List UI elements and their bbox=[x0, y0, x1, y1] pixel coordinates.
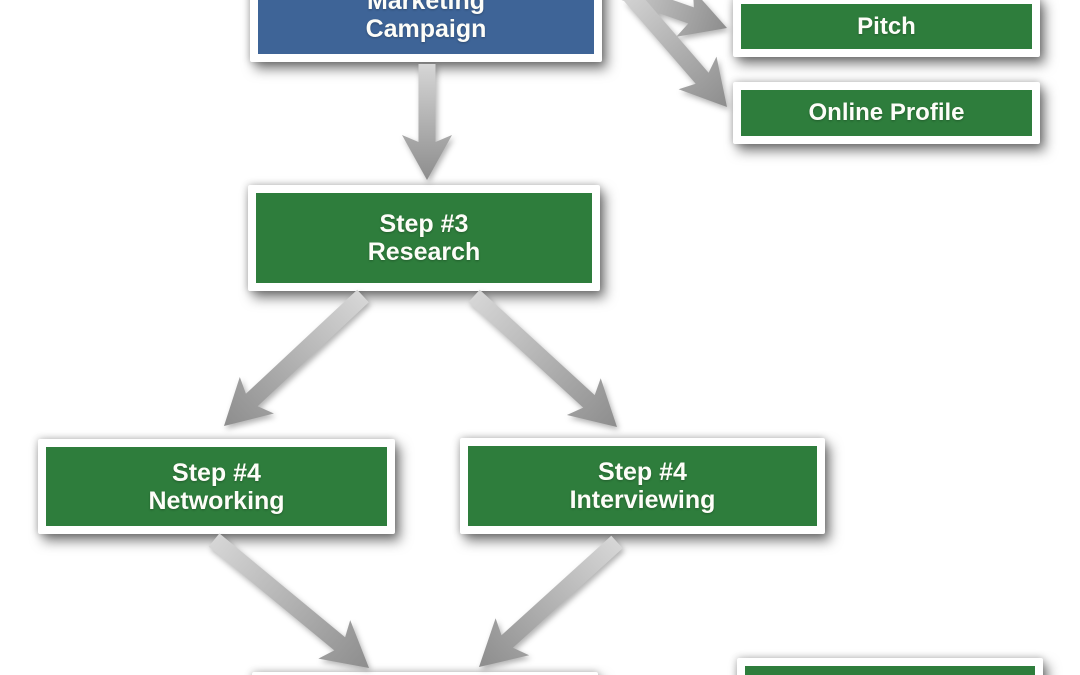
arrow-step-3-research-to-step-4-networking bbox=[224, 289, 369, 426]
step-3-research-label-line: Research bbox=[367, 238, 481, 266]
marketing-campaign-label-line: Campaign bbox=[365, 15, 487, 43]
arrow-marketing-campaign-to-online-profile bbox=[623, 0, 727, 107]
bottom-right-partial-box bbox=[737, 658, 1043, 675]
online-profile-label-line: Online Profile bbox=[808, 99, 965, 126]
arrow-step-3-research-to-step-4-interviewing bbox=[468, 289, 617, 427]
marketing-campaign-label-line: Marketing bbox=[366, 0, 486, 15]
pitch-label-line: Pitch bbox=[857, 12, 916, 40]
arrow-step-4-interviewing-to-bottom-center-partial bbox=[479, 535, 623, 667]
arrow-step-4-networking-to-bottom-center-partial bbox=[208, 533, 369, 668]
arrow-marketing-campaign-to-pitch bbox=[621, 0, 727, 37]
arrow-marketing-campaign-to-step-3-research bbox=[402, 64, 452, 180]
step-4-interviewing-label-line: Interviewing bbox=[569, 486, 716, 514]
step-4-interviewing-label-line: Step #4 bbox=[598, 458, 687, 486]
online-profile-box: Online Profile bbox=[733, 82, 1040, 144]
pitch-box: Pitch bbox=[733, 0, 1040, 57]
step-3-research-label-line: Step #3 bbox=[379, 210, 469, 238]
bottom-center-partial-box bbox=[252, 672, 598, 675]
step-4-networking-label-line: Networking bbox=[148, 486, 285, 515]
step-4-networking-label-line: Step #4 bbox=[172, 458, 261, 487]
